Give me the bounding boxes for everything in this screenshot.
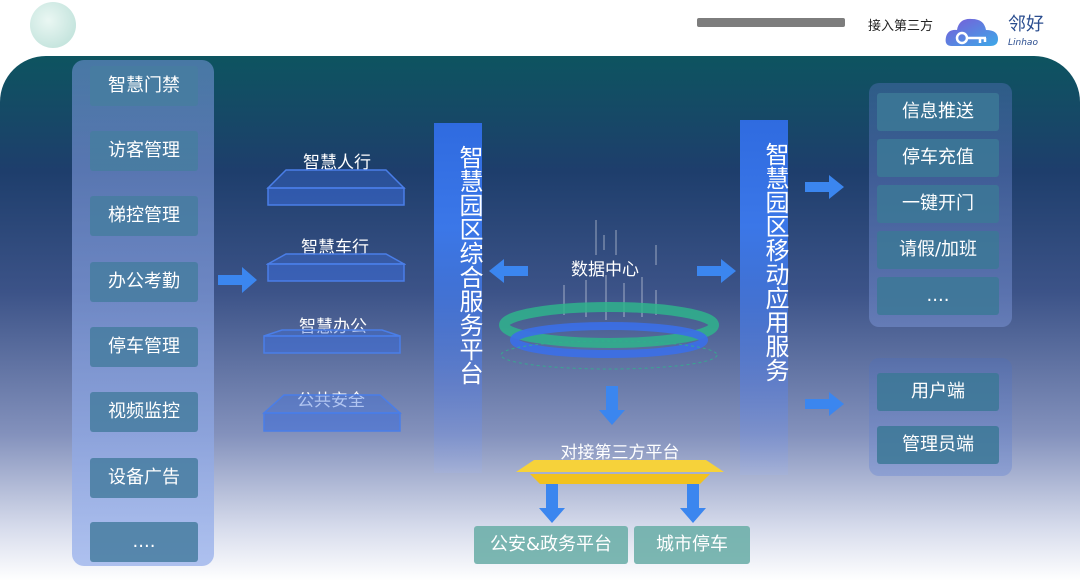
right-item-one-key-open[interactable]: 一键开门 bbox=[877, 185, 999, 223]
mobile-functions-box: 信息推送 停车充值 一键开门 请假/加班 .... bbox=[869, 83, 1012, 327]
platform-public-safety bbox=[262, 394, 402, 432]
data-center-graphic bbox=[499, 220, 719, 370]
third-party-link[interactable]: 接入第三方 bbox=[868, 19, 934, 34]
left-item-attendance[interactable]: 办公考勤 bbox=[90, 262, 198, 302]
logo-subtext: Linhao bbox=[1008, 38, 1038, 48]
left-item-more[interactable]: .... bbox=[90, 522, 198, 562]
platform-vehicle-label: 智慧车行 bbox=[301, 238, 369, 258]
admin-client-button[interactable]: 管理员端 bbox=[877, 426, 999, 464]
user-client-button[interactable]: 用户端 bbox=[877, 373, 999, 411]
left-item-parking[interactable]: 停车管理 bbox=[90, 327, 198, 367]
right-item-info-push[interactable]: 信息推送 bbox=[877, 93, 999, 131]
arrow-down-icon bbox=[538, 484, 566, 524]
left-item-video-monitoring[interactable]: 视频监控 bbox=[90, 392, 198, 432]
third-party-platform bbox=[516, 460, 724, 484]
left-item-elevator-control[interactable]: 梯控管理 bbox=[90, 196, 198, 236]
arrow-left-icon bbox=[488, 258, 528, 284]
arrow-right-icon bbox=[805, 174, 845, 200]
mobile-application-service-label: 智慧园区移动应用服务 bbox=[761, 142, 789, 382]
client-types-box: 用户端 管理员端 bbox=[869, 358, 1012, 476]
arrow-down-icon bbox=[679, 484, 707, 524]
logo-text: 邻好 bbox=[1008, 14, 1044, 35]
third-party-platform-label: 对接第三方平台 bbox=[560, 443, 680, 463]
arrow-right-icon bbox=[697, 258, 737, 284]
platform-pedestrian-label: 智慧人行 bbox=[303, 153, 371, 173]
logo bbox=[944, 10, 1074, 54]
platform-office-label: 智慧办公 bbox=[299, 317, 367, 337]
left-function-column: 智慧门禁 访客管理 梯控管理 办公考勤 停车管理 视频监控 设备广告 .... bbox=[72, 60, 214, 566]
platform-public-safety-label: 公共安全 bbox=[256, 386, 406, 411]
arrow-right-icon bbox=[218, 266, 258, 294]
arrow-down-icon bbox=[598, 386, 626, 426]
right-item-leave-overtime[interactable]: 请假/加班 bbox=[877, 231, 999, 269]
platform-vehicle bbox=[266, 253, 406, 282]
right-item-parking-recharge[interactable]: 停车充值 bbox=[877, 139, 999, 177]
arrow-right-icon bbox=[805, 391, 845, 417]
data-center-label: 数据中心 bbox=[571, 260, 639, 280]
cloud-key-icon bbox=[945, 18, 998, 46]
left-item-access-control[interactable]: 智慧门禁 bbox=[90, 66, 198, 106]
decorative-circle bbox=[30, 2, 76, 48]
left-item-device-ads[interactable]: 设备广告 bbox=[90, 458, 198, 498]
integrated-service-platform-label: 智慧园区综合服务平台 bbox=[455, 145, 483, 385]
platform-pedestrian bbox=[266, 169, 406, 206]
mobile-application-service: 智慧园区移动应用服务 bbox=[740, 120, 789, 475]
right-item-more[interactable]: .... bbox=[877, 277, 999, 315]
integrated-service-platform: 智慧园区综合服务平台 bbox=[434, 123, 483, 473]
top-bar bbox=[697, 18, 845, 27]
platform-office bbox=[263, 329, 401, 354]
city-parking-button[interactable]: 城市停车 bbox=[634, 526, 750, 564]
left-item-visitor-management[interactable]: 访客管理 bbox=[90, 131, 198, 171]
police-government-platform-button[interactable]: 公安&政务平台 bbox=[474, 526, 628, 564]
